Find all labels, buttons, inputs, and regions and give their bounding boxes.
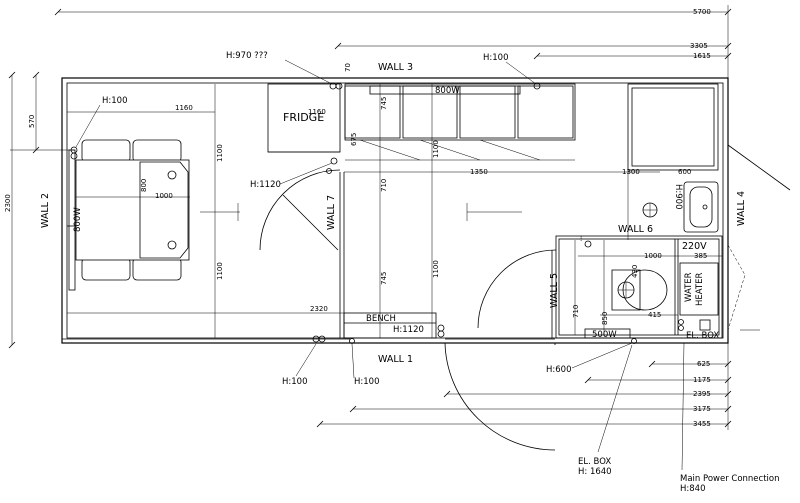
wall-6-label: WALL 6 xyxy=(618,224,653,235)
top-dimensions: 5700 3305 1615 xyxy=(54,5,732,78)
dim-top-overall: 5700 xyxy=(693,8,711,16)
dim-850: 850 xyxy=(601,312,609,325)
shower: 600 xyxy=(627,83,719,240)
outlet-h970: H:970 ??? xyxy=(226,51,343,90)
heater-800w-top: 800W xyxy=(435,86,460,96)
fridge: FRIDGE 1160 xyxy=(267,83,341,153)
height-h900: H:900 xyxy=(673,184,683,209)
wall-7-label: WALL 7 xyxy=(326,195,337,230)
socket-mark: ⁞ xyxy=(580,235,582,243)
dim-745-a: 745 xyxy=(380,97,388,110)
wall-5-label: WALL 5 xyxy=(549,273,560,308)
dim-1100-a: 1100 xyxy=(216,144,224,162)
bench: 2320 BENCH H:1120 xyxy=(67,305,445,339)
height-h100-left: H:100 xyxy=(102,96,127,106)
left-dimensions: 2300 570 WALL 2 xyxy=(4,71,75,349)
dim-385: 385 xyxy=(694,252,707,260)
dim-1100-b: 1100 xyxy=(216,262,224,280)
dim-1100-d: 1100 xyxy=(432,260,440,278)
el-box-note-1: EL. BOX xyxy=(578,457,611,467)
height-h100-bottom-b: H:100 xyxy=(354,377,379,387)
wall-4-label: WALL 4 xyxy=(736,191,747,226)
dim-2320: 2320 xyxy=(310,305,328,313)
height-h1120-b: H:1120 xyxy=(393,325,424,335)
height-h100-bottom-a: H:100 xyxy=(282,377,307,387)
dim-2395: 2395 xyxy=(693,390,711,398)
dim-800: 800 xyxy=(140,179,148,192)
v220-label: 220V xyxy=(682,241,707,252)
dim-430: 430 xyxy=(631,265,639,278)
dim-1350: 1350 xyxy=(470,168,488,176)
wall-1-label: WALL 1 xyxy=(378,354,413,365)
el-box-small: EL. BOX xyxy=(686,331,719,341)
wall-3-label: WALL 3 xyxy=(378,62,413,73)
el-box-note-2: H: 1640 xyxy=(578,467,612,477)
dim-675: 675 xyxy=(350,133,358,146)
dining-area: H:100 1160 800 1000 800W 1100 1100 xyxy=(67,84,240,338)
door-wall-7: H:1120 WALL 7 675 xyxy=(250,133,358,338)
height-h1120-a: H:1120 xyxy=(250,180,281,190)
bottom-dimensions: 625 1175 2395 3175 3455 xyxy=(316,338,732,430)
wall-2-label: WALL 2 xyxy=(40,193,51,228)
dim-600: 600 xyxy=(678,168,691,176)
dim-3305: 3305 xyxy=(690,42,708,50)
outlet-h100-top: H:100 xyxy=(483,53,541,90)
door-wall-5: WALL 5 xyxy=(477,249,560,338)
kitchen-cabinets: 800W xyxy=(344,83,576,161)
height-h600: H:600 xyxy=(546,365,571,375)
center-dimensions: 745 710 745 1100 1100 1350 1300 xyxy=(344,84,660,338)
dim-745-b: 745 xyxy=(380,272,388,285)
dim-1300: 1300 xyxy=(622,168,640,176)
dim-1160: 1160 xyxy=(175,104,193,112)
main-power-note-1: Main Power Connection xyxy=(680,474,780,484)
sink: H:900 WALL 6 xyxy=(618,181,719,235)
dim-1615: 1615 xyxy=(693,52,711,60)
entrance-door xyxy=(444,338,556,451)
main-power-note-2: H:840 xyxy=(680,484,705,494)
water-heater-label-2: HEATER xyxy=(695,273,705,306)
bathroom: 220V 1000 385 ⁞ 430 850 710 415 WATER HE… xyxy=(555,235,723,341)
dim-left-570: 570 xyxy=(28,115,36,128)
dim-left-overall: 2300 xyxy=(4,194,12,212)
dim-625: 625 xyxy=(697,360,710,368)
heater-500w: 500W xyxy=(592,330,617,340)
bottom-notes: H:100 H:100 H:600 EL. BOX H: 1640 Main P… xyxy=(282,335,780,494)
dim-1175: 1175 xyxy=(693,376,711,384)
height-h970: H:970 ??? xyxy=(226,51,268,61)
dim-70: 70 xyxy=(344,63,352,72)
dim-3175: 3175 xyxy=(693,405,711,413)
bench-label: BENCH xyxy=(366,314,396,324)
dim-710-b: 710 xyxy=(572,305,580,318)
dim-1160-small: 1160 xyxy=(308,108,326,116)
dim-415: 415 xyxy=(648,311,661,319)
wall-4-door: WALL 4 xyxy=(727,144,791,331)
height-h100-top: H:100 xyxy=(483,53,508,63)
dim-1000: 1000 xyxy=(155,192,173,200)
water-heater-label-1: WATER xyxy=(684,272,694,302)
dim-710-a: 710 xyxy=(380,179,388,192)
dim-1100-c: 1100 xyxy=(432,140,440,158)
fridge-label: FRIDGE xyxy=(283,111,324,124)
dim-1000b: 1000 xyxy=(644,252,662,260)
heater-800w-left: 800W xyxy=(73,207,83,232)
dim-3455: 3455 xyxy=(693,420,711,428)
